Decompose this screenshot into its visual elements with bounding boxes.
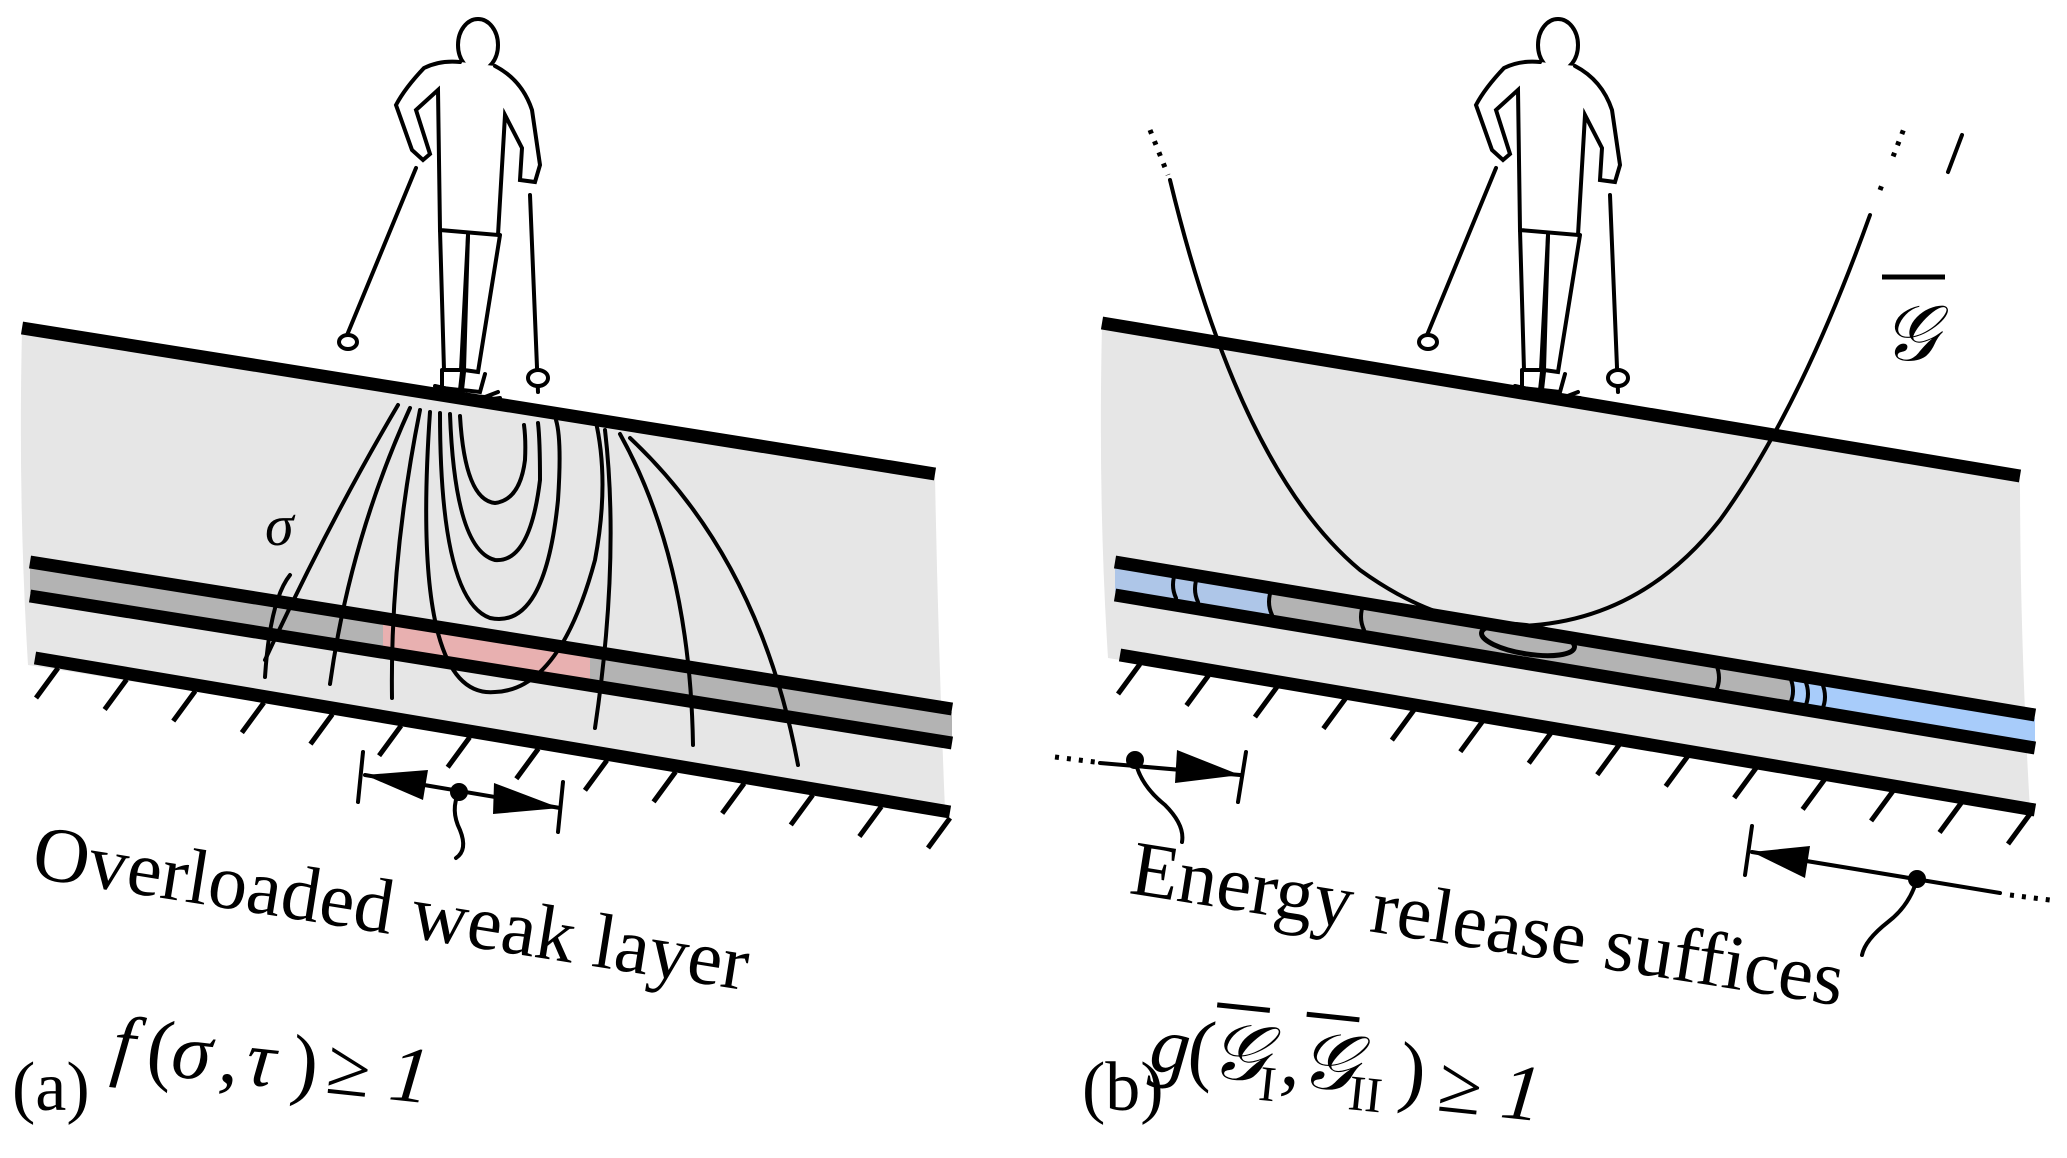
caption-b: Energy release suffices [1125, 824, 1850, 1023]
crack-propagation-arrow-left [1054, 750, 1248, 844]
panel-a: σ [12, 17, 954, 1126]
svg-text:II: II [1346, 1064, 1385, 1123]
svg-text:≥ 1: ≥ 1 [322, 1023, 435, 1121]
ground-hatch-tick [308, 712, 335, 746]
ground-hatching-b [1115, 662, 2033, 846]
svg-text:τ: τ [242, 1014, 283, 1105]
ground-hatch-tick [788, 793, 815, 827]
ground-hatch-tick [1252, 685, 1279, 719]
ground-hatch-tick [1937, 800, 1964, 834]
ground-hatch-tick [582, 758, 609, 792]
weak-layer-bottom-a [28, 589, 954, 750]
ground-hatch-tick [445, 735, 472, 769]
ground-hatch-tick [857, 804, 884, 838]
ground-hatch-tick [1526, 731, 1553, 765]
ground-hatch-tick [651, 770, 678, 804]
ground-hatch-tick [377, 724, 404, 758]
stress-symbol: σ [265, 493, 296, 558]
svg-text:I: I [1256, 1055, 1278, 1112]
ground-hatch-tick [1321, 697, 1348, 731]
ground-hatch-tick [33, 666, 61, 700]
crack-propagation-arrow-right [1743, 824, 2051, 957]
ground-hatch-tick [1732, 766, 1759, 800]
svg-text:): ) [1395, 1027, 1431, 1117]
ground-hatch-tick [1800, 777, 1827, 811]
ground-hatch-tick [720, 781, 747, 815]
ground-hatch-tick [1184, 674, 1211, 708]
panel-label-a: (a) [12, 1049, 90, 1126]
skier-b [1417, 17, 1630, 405]
stress-lines [263, 403, 800, 767]
skier-a [337, 17, 550, 405]
weak-layer-dimension-arrow [356, 750, 565, 860]
ground-hatch-tick [514, 747, 541, 781]
weak-layer-top-b [1113, 555, 2037, 722]
curve-dotted-left [1147, 129, 1171, 176]
weak-layer-bottom-b [1113, 588, 2037, 755]
ground-hatch-tick [1389, 708, 1416, 742]
svg-text:≥ 1: ≥ 1 [1433, 1041, 1546, 1139]
ground-hatch-tick [239, 701, 266, 735]
criterion-b: g ( 𝒢 I , 𝒢 II ) ≥ 1 [1146, 1000, 1546, 1139]
ground-hatch-tick [1663, 754, 1690, 788]
svg-text:f: f [108, 1000, 149, 1091]
ground-line-b [1118, 648, 2037, 817]
caption-a: Overloaded weak layer [27, 808, 755, 1007]
ground-line-a [33, 651, 952, 819]
svg-text:,: , [216, 1012, 245, 1102]
overloaded-zone [383, 618, 590, 680]
crack-zone-left [1115, 565, 1270, 618]
weak-layer-top-a [28, 555, 954, 716]
panel-label-b: (b) [1082, 1049, 1164, 1126]
svg-text:): ) [287, 1019, 323, 1109]
ground-hatch-tick [1458, 720, 1485, 754]
ground-hatch-tick [102, 678, 129, 712]
panel-b: 𝒢 [1054, 17, 2051, 1139]
svg-text:g: g [1146, 1000, 1195, 1092]
ground-hatch-tick [925, 816, 953, 850]
ground-hatch-tick [1595, 743, 1622, 777]
energy-release-curve [1168, 178, 1872, 629]
ground-hatch-tick [171, 689, 198, 723]
crack-zone-right [1790, 677, 2035, 745]
svg-text:σ: σ [168, 1007, 219, 1099]
ground-hatch-tick [1869, 789, 1896, 823]
criterion-a: f ( σ , τ ) ≥ 1 [108, 1000, 434, 1121]
ground-hatch-tick [1115, 662, 1143, 696]
curve-symbol: 𝒢 [1882, 290, 1949, 377]
ground-hatching-a [33, 666, 953, 850]
ground-hatch-tick [2005, 812, 2033, 846]
